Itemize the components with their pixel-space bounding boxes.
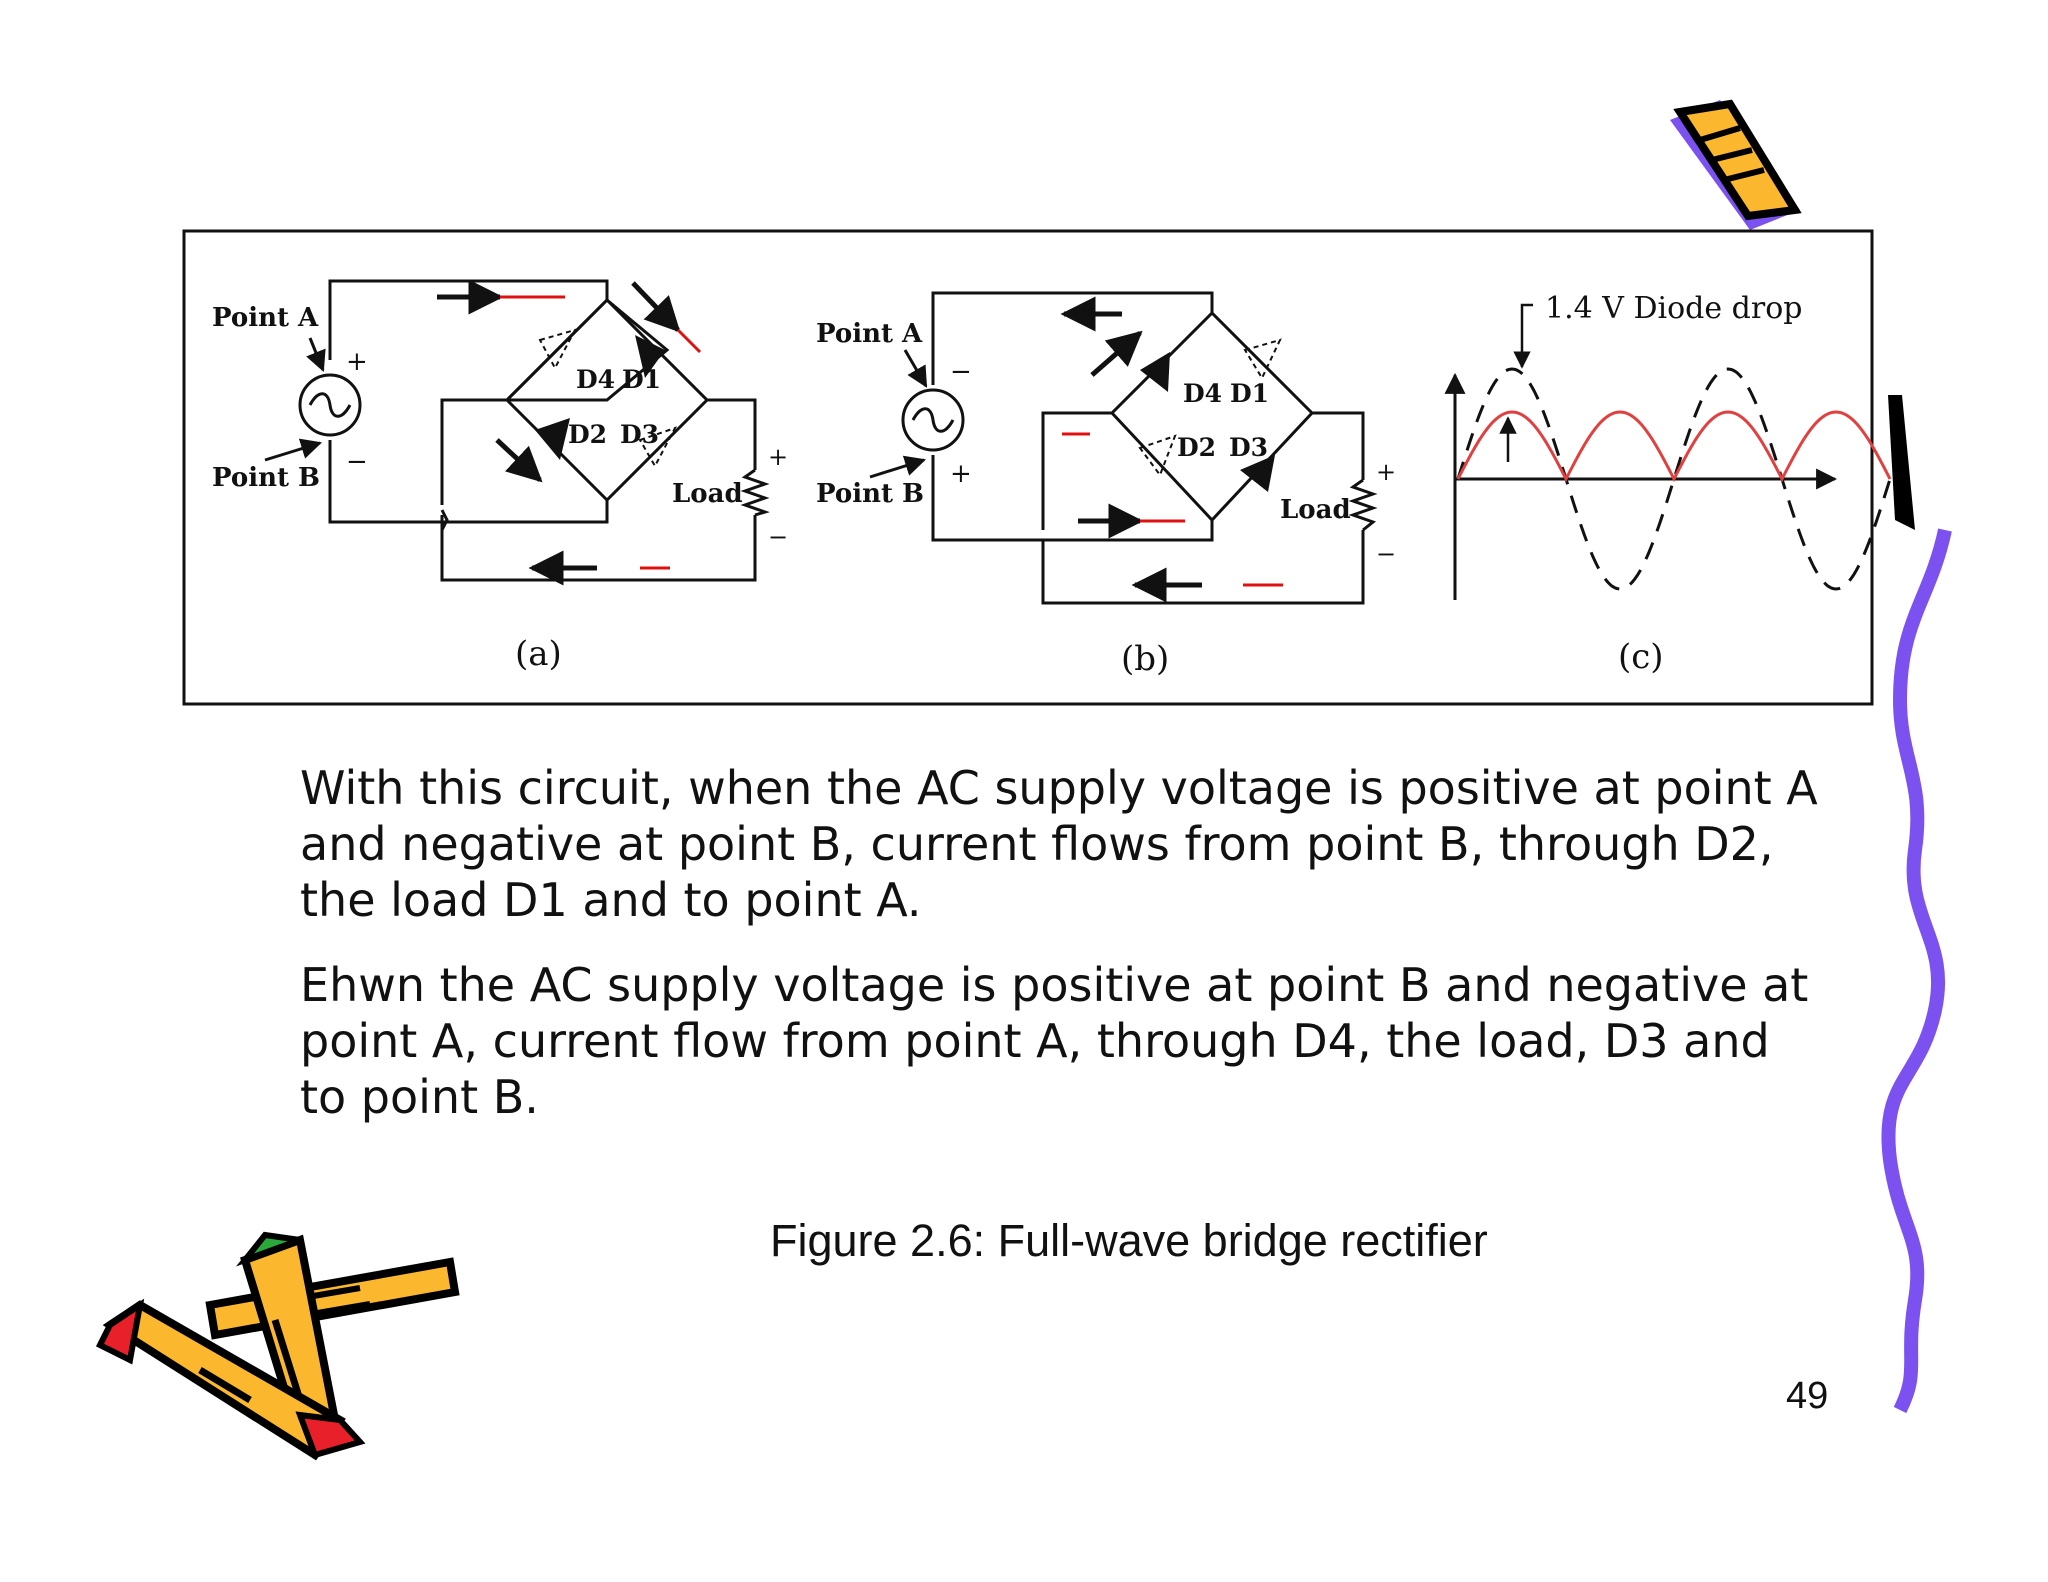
d2-label: D2 [568,420,607,449]
panel-b-label: (b) [1121,639,1169,679]
point-b-label: Point B [212,463,320,493]
crayon-icon [1670,99,1802,230]
circuit-b [931,291,1365,605]
current-arrows-a [264,279,702,586]
current-arrows-b [869,296,1283,603]
load-plus: + [1376,458,1396,486]
minus-label: − [950,357,972,387]
diode-icon [535,328,678,469]
d4-label: D4 [576,365,615,394]
paragraph-1: With this circuit, when the AC supply vo… [300,761,1818,927]
paragraph-2: Ehwn the AC supply voltage is positive a… [300,958,1809,1124]
wavy-line-icon [1881,528,1952,1414]
load-minus: − [1376,540,1396,568]
input-wave [1456,367,1892,591]
d1-label: D1 [622,365,661,394]
d4-label: D4 [1183,379,1222,408]
ac-source-icon [901,388,965,452]
load-minus: − [768,523,788,551]
plus-label: + [950,459,972,489]
output-wave [1456,410,1892,483]
diode-drop-label: 1.4 V Diode drop [1545,291,1802,326]
crayon-icon [95,1298,366,1461]
figure-box [182,229,1874,706]
point-a-label: Point A [212,303,319,333]
panel-c-label: (c) [1618,637,1664,677]
point-a-label: Point A [816,319,923,349]
ac-source-icon [298,373,362,437]
figure-caption: Figure 2.6: Full-wave bridge rectifier [770,1215,1488,1266]
page-number: 49 [1786,1375,1829,1417]
plus-label: + [346,347,368,377]
d1-label: D1 [1230,379,1269,408]
d3-label: D3 [620,420,659,449]
load-plus: + [768,443,788,471]
d2-label: D2 [1177,433,1216,462]
load-label: Load [1280,495,1351,525]
panel-a-label: (a) [515,634,562,674]
resistor-icon [740,468,770,517]
waveform-c [1444,303,1892,600]
minus-label: − [346,447,368,477]
resistor-icon [1348,478,1378,532]
crayon-icon [1888,395,1915,530]
d3-label: D3 [1229,433,1268,462]
point-b-label: Point B [816,479,924,509]
diode-icon [1138,338,1282,492]
load-label: Load [672,479,743,509]
